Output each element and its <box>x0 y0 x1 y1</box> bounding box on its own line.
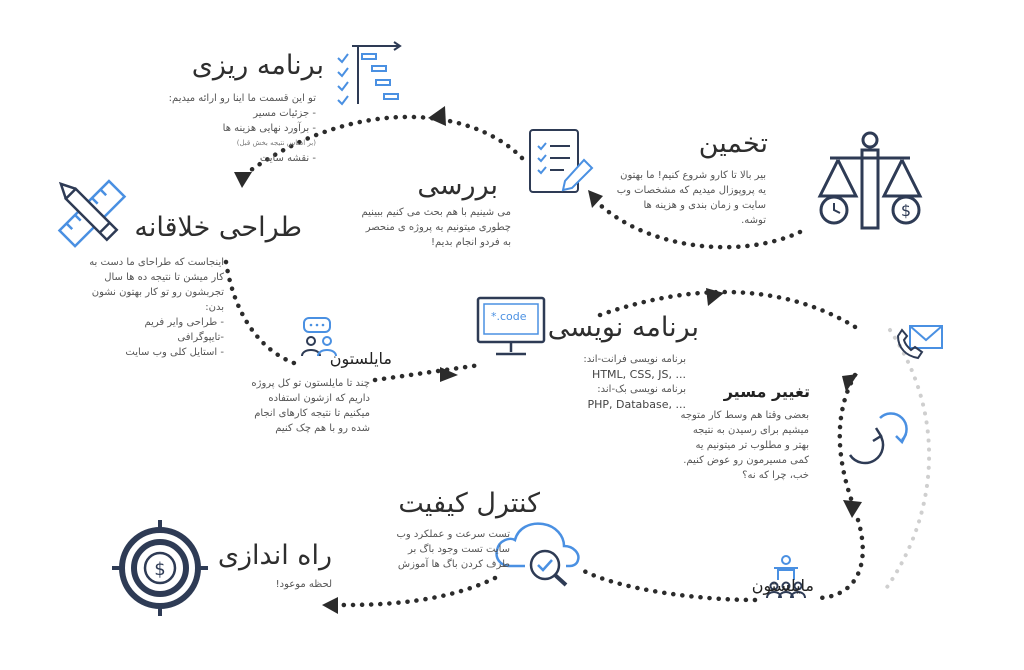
path-down-milestone2 <box>817 517 865 601</box>
team-chat-icon <box>301 317 337 357</box>
path-estimate-review <box>587 192 803 250</box>
route-change-title: تغییر مسیر <box>723 382 810 401</box>
review-title: بررسی <box>417 170 498 201</box>
path-faint-loop <box>883 328 932 592</box>
design-item: -تایپوگرافی <box>177 332 224 343</box>
review-text: می شینیم با هم بحث می کنیم ببینیم چطوری … <box>361 207 512 248</box>
scales-icon: $ <box>817 131 923 230</box>
milestone-1-title: مایلستون <box>329 349 392 368</box>
svg-text:$: $ <box>901 201 911 220</box>
quality-text: تست سرعت و عملکرد وب سایت تست وجود باگ ب… <box>396 529 510 570</box>
mail-icon <box>896 325 943 360</box>
planning-text: تو این قسمت ما اینا رو ارائه میدیم: - جز… <box>166 91 316 166</box>
path-milestone2-quality <box>579 567 758 603</box>
refresh-icon <box>848 412 908 465</box>
planning-item: - جزئیات مسیر <box>253 108 316 119</box>
design-intro: اینجاست که طراحای ما دست به کار میشن تا … <box>89 257 224 313</box>
planning-item: - نقشه سایت <box>259 153 316 164</box>
arrowhead <box>842 374 858 392</box>
design-text: اینجاست که طراحای ما دست به کار میشن تا … <box>74 255 224 360</box>
gantt-chart-icon <box>337 41 402 106</box>
target-dollar-icon: $ <box>112 520 208 616</box>
launch-title: راه اندازی <box>217 540 332 571</box>
cloud-check-icon <box>495 522 580 587</box>
path-quality-launch <box>337 575 498 608</box>
design-title: طراحی خلاقانه <box>134 212 302 243</box>
path-route-down <box>837 372 858 513</box>
arrowhead <box>428 106 446 126</box>
checklist-icon <box>529 129 594 193</box>
path-milestone-programming <box>372 362 483 383</box>
path-programming-route <box>597 289 863 333</box>
estimate-title: تخمین <box>698 128 768 159</box>
frontend-label: برنامه نویسی فرانت-اند: <box>583 354 686 365</box>
path-review-planning <box>237 114 525 181</box>
monitor-code-icon <box>476 296 546 356</box>
quality-title: کنترل کیفیت <box>398 488 540 519</box>
planning-note: (بر اساس نتیجه بخش قبل) <box>236 139 316 147</box>
milestone-2-title: مایلستون <box>751 576 814 595</box>
team-leader-icon <box>766 555 806 599</box>
path-design-milestone <box>223 259 303 368</box>
route-change-text: بعضی وقتا هم وسط کار متوجه میشیم برای رس… <box>680 410 809 481</box>
screen-code-text: *.code <box>491 310 527 323</box>
arrowhead <box>588 190 603 208</box>
arrowhead <box>322 597 338 614</box>
launch-text: لحظه موعود! <box>275 579 332 590</box>
planning-intro: تو این قسمت ما اینا رو ارائه میدیم: <box>168 93 316 104</box>
design-item: - طراحی وایر فریم <box>144 317 224 328</box>
arrowhead <box>843 500 862 518</box>
design-item: - استایل کلی وب سایت <box>125 347 224 358</box>
backend-label: برنامه نویسی بک-اند: <box>597 384 686 395</box>
arrowhead <box>440 367 458 382</box>
programming-text: برنامه نویسی فرانت-اند: HTML, CSS, JS, .… <box>516 352 686 412</box>
backend-tech: PHP, Database, ... <box>587 398 686 411</box>
arrowhead <box>234 172 252 188</box>
pencil-ruler-icon <box>57 179 127 248</box>
frontend-tech: HTML, CSS, JS, ... <box>592 368 686 381</box>
planning-title: برنامه ریزی <box>191 50 324 81</box>
arrowhead <box>706 288 724 306</box>
planning-item: - برآورد نهایی هزینه ها <box>222 123 316 134</box>
programming-title: برنامه نویسی <box>547 312 699 343</box>
estimate-text: بیر بالا تا کارو شروع کنیم! ما بهتون یه … <box>616 170 766 226</box>
milestone-1-text: چند تا مایلستون تو کل پروژه داریم که ازش… <box>251 378 370 434</box>
svg-text:$: $ <box>154 559 165 580</box>
